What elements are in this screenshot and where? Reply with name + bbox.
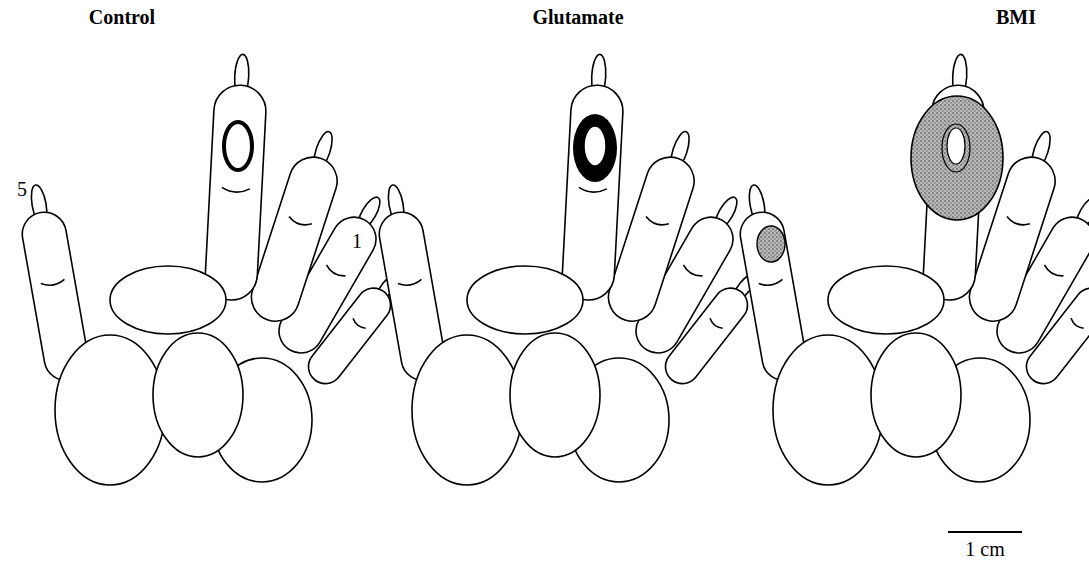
receptive-field-expanded — [911, 96, 1003, 220]
receptive-field — [224, 122, 252, 170]
hand-drawing — [732, 53, 1089, 485]
receptive-field-new — [757, 226, 785, 262]
receptive-field — [573, 114, 617, 182]
panel-title: Control — [89, 6, 155, 28]
digit-number: 1 — [352, 230, 362, 252]
hand-drawing — [14, 53, 411, 485]
receptive-field — [942, 124, 970, 172]
panel-title: Glutamate — [532, 6, 623, 28]
panel-title: BMI — [996, 6, 1036, 28]
receptive-field-core — [584, 126, 606, 166]
digit-number: 5 — [17, 178, 27, 200]
receptive-field-core — [947, 128, 965, 164]
scale-label: 1 cm — [965, 538, 1004, 560]
hand-drawing — [371, 53, 768, 485]
scale-bar — [948, 531, 1022, 533]
